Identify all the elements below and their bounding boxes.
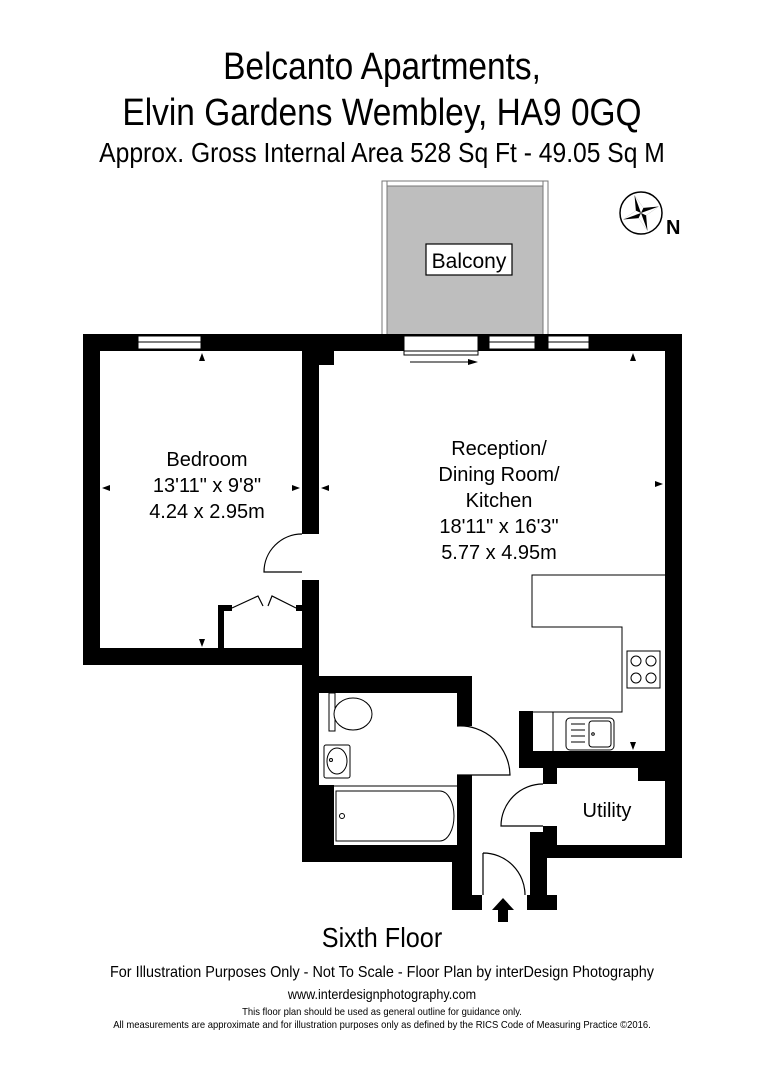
door-bathroom bbox=[456, 725, 511, 776]
room-dimensions-imperial: 18'11" x 16'3" bbox=[439, 516, 558, 538]
bath-icon bbox=[335, 790, 455, 842]
kitchen-counter bbox=[531, 574, 665, 713]
room-label-reception-line2: Dining Room/ bbox=[438, 464, 560, 486]
room-label-utility: Utility bbox=[583, 800, 632, 822]
room-dimensions-metric: 4.24 x 2.95m bbox=[149, 501, 265, 523]
room-dimensions-imperial: 13'11" x 9'8" bbox=[153, 475, 261, 497]
compass-north-label: N bbox=[666, 217, 680, 239]
floor-label: Sixth Floor bbox=[321, 922, 443, 953]
door-bedroom bbox=[263, 533, 303, 573]
property-address: Elvin Gardens Wembley, HA9 0GQ bbox=[122, 92, 642, 134]
footer-disclaimer-2: All measurements are approximate and for… bbox=[113, 1019, 651, 1031]
room-label-bedroom: Bedroom bbox=[166, 449, 247, 471]
footer-disclaimer-1: This floor plan should be used as genera… bbox=[242, 1006, 522, 1018]
measurement-markers bbox=[102, 353, 663, 750]
balcony: Balcony bbox=[381, 180, 549, 340]
room-label-reception-line1: Reception/ bbox=[451, 438, 547, 460]
compass-rose-icon bbox=[619, 191, 663, 235]
door-utility bbox=[500, 783, 544, 827]
room-bedroom: Bedroom 13'11" x 9'8" 4.24 x 2.95m bbox=[149, 449, 265, 523]
toilet-icon bbox=[333, 697, 373, 731]
gross-internal-area: Approx. Gross Internal Area 528 Sq Ft - … bbox=[99, 137, 665, 168]
wardrobe-doors bbox=[231, 595, 297, 609]
room-reception: Reception/ Dining Room/ Kitchen 18'11" x… bbox=[438, 438, 560, 564]
sink-icon bbox=[565, 717, 615, 751]
hob-icon bbox=[626, 650, 661, 689]
room-label-balcony: Balcony bbox=[432, 250, 507, 273]
footer-website-link[interactable]: www.interdesignphotography.com bbox=[287, 986, 477, 1002]
footer-credit: For Illustration Purposes Only - Not To … bbox=[110, 964, 654, 981]
room-label-reception-line3: Kitchen bbox=[466, 490, 533, 512]
windows bbox=[137, 335, 590, 356]
property-title: Belcanto Apartments, bbox=[223, 46, 541, 88]
door-entrance bbox=[482, 852, 526, 896]
sliding-door-arrow-icon bbox=[410, 359, 478, 365]
entrance-arrow-icon bbox=[492, 898, 514, 922]
room-dimensions-metric: 5.77 x 4.95m bbox=[441, 542, 557, 564]
